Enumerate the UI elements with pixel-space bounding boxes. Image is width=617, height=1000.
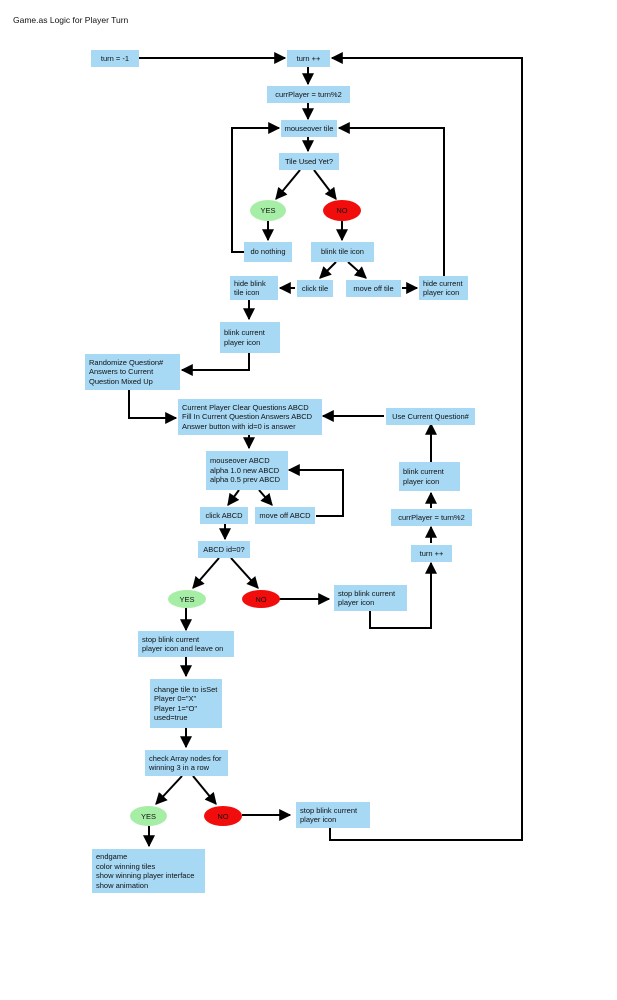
- current-player-clear-box: Current Player Clear Questions ABCD Fill…: [178, 399, 322, 435]
- click-abcd-label: click ABCD: [205, 510, 243, 520]
- no-oval-2: NO: [242, 590, 280, 608]
- hide-blink-tile-icon-box: hide blink tile icon: [230, 276, 278, 300]
- check-array-label: check Array nodes for winning 3 in a row: [149, 753, 222, 773]
- click-tile-box: click tile: [297, 280, 333, 297]
- turn-init-label: turn = -1: [100, 53, 130, 63]
- move-off-tile-box: move off tile: [346, 280, 401, 297]
- change-tile-box: change tile to isSet Player 0="X" Player…: [150, 679, 222, 728]
- mouseover-tile-box: mouseover tile: [281, 120, 337, 137]
- endgame-label: endgame color winning tiles show winning…: [96, 852, 195, 890]
- stop-blink-box-1: stop blink current player icon: [334, 585, 407, 611]
- yes-label-2: YES: [179, 594, 195, 604]
- move-off-abcd-label: move off ABCD: [259, 510, 311, 520]
- no-oval-3: NO: [204, 806, 242, 826]
- no-oval-1: NO: [323, 200, 361, 221]
- click-tile-label: click tile: [301, 283, 329, 293]
- blink-current-player-icon-box-2: blink current player icon: [399, 462, 460, 491]
- move-off-tile-label: move off tile: [353, 283, 394, 293]
- randomize-question-box: Randomize Question# Answers to Current Q…: [85, 354, 180, 390]
- move-off-abcd-box: move off ABCD: [255, 507, 315, 524]
- blink-current-player-icon-label-1: blink current player icon: [224, 328, 265, 347]
- turn-increment-label: turn ++: [296, 53, 321, 63]
- current-player-clear-label: Current Player Clear Questions ABCD Fill…: [182, 402, 313, 431]
- stop-blink-box-2: stop blink current player icon: [296, 802, 370, 828]
- hide-blink-tile-icon-label: hide blink tile icon: [234, 278, 266, 298]
- no-label-1: NO: [336, 206, 348, 215]
- abcd-id-label: ABCD id=0?: [203, 544, 245, 554]
- use-current-question-box: Use Current Question#: [386, 408, 475, 425]
- tile-used-label: Tile Used Yet?: [284, 156, 334, 166]
- turn-init-box: turn = -1: [91, 50, 139, 67]
- use-current-question-label: Use Current Question#: [392, 411, 469, 421]
- endgame-box: endgame color winning tiles show winning…: [92, 849, 205, 893]
- mouseover-abcd-label: mouseover ABCD alpha 1.0 new ABCD alpha …: [210, 456, 281, 485]
- turn-increment-right-label: turn ++: [419, 548, 444, 558]
- blink-current-player-icon-box-1: blink current player icon: [220, 322, 280, 353]
- yes-oval-1: YES: [250, 200, 286, 221]
- yes-label-1: YES: [260, 206, 276, 215]
- curr-player-label: currPlayer = turn%2: [275, 89, 342, 99]
- yes-oval-2: YES: [168, 590, 206, 608]
- do-nothing-label: do nothing: [250, 247, 286, 257]
- mouseover-tile-label: mouseover tile: [284, 123, 334, 133]
- click-abcd-box: click ABCD: [200, 507, 248, 524]
- do-nothing-box: do nothing: [244, 242, 292, 262]
- stop-blink-label-1: stop blink current player icon: [338, 588, 396, 608]
- turn-increment-box: turn ++: [287, 50, 330, 67]
- diagram-title: Game.as Logic for Player Turn: [13, 15, 129, 25]
- hide-current-player-icon-label: hide current player icon: [423, 278, 463, 298]
- tile-used-box: Tile Used Yet?: [279, 153, 339, 170]
- yes-label-3: YES: [140, 811, 156, 821]
- randomize-question-label: Randomize Question# Answers to Current Q…: [89, 357, 164, 386]
- curr-player-right-label: currPlayer = turn%2: [398, 512, 465, 522]
- no-label-2: NO: [255, 594, 267, 604]
- blink-tile-icon-box: blink tile icon: [311, 242, 374, 262]
- change-tile-label: change tile to isSet Player 0="X" Player…: [154, 684, 218, 723]
- stop-blink-leave-on-label: stop blink current player icon and leave…: [142, 634, 224, 654]
- no-label-3: NO: [217, 811, 229, 821]
- stop-blink-label-2: stop blink current player icon: [300, 805, 358, 825]
- hide-current-player-icon-box: hide current player icon: [419, 276, 468, 300]
- stop-blink-leave-on-box: stop blink current player icon and leave…: [138, 631, 234, 657]
- turn-increment-right-box: turn ++: [411, 545, 452, 562]
- curr-player-box: currPlayer = turn%2: [267, 86, 350, 103]
- check-array-box: check Array nodes for winning 3 in a row: [145, 750, 228, 776]
- blink-current-player-icon-label-2: blink current player icon: [403, 467, 444, 486]
- yes-oval-3: YES: [130, 806, 167, 826]
- blink-tile-icon-label: blink tile icon: [321, 247, 364, 257]
- abcd-id-box: ABCD id=0?: [198, 541, 250, 558]
- curr-player-right-box: currPlayer = turn%2: [391, 509, 472, 526]
- mouseover-abcd-box: mouseover ABCD alpha 1.0 new ABCD alpha …: [206, 451, 288, 490]
